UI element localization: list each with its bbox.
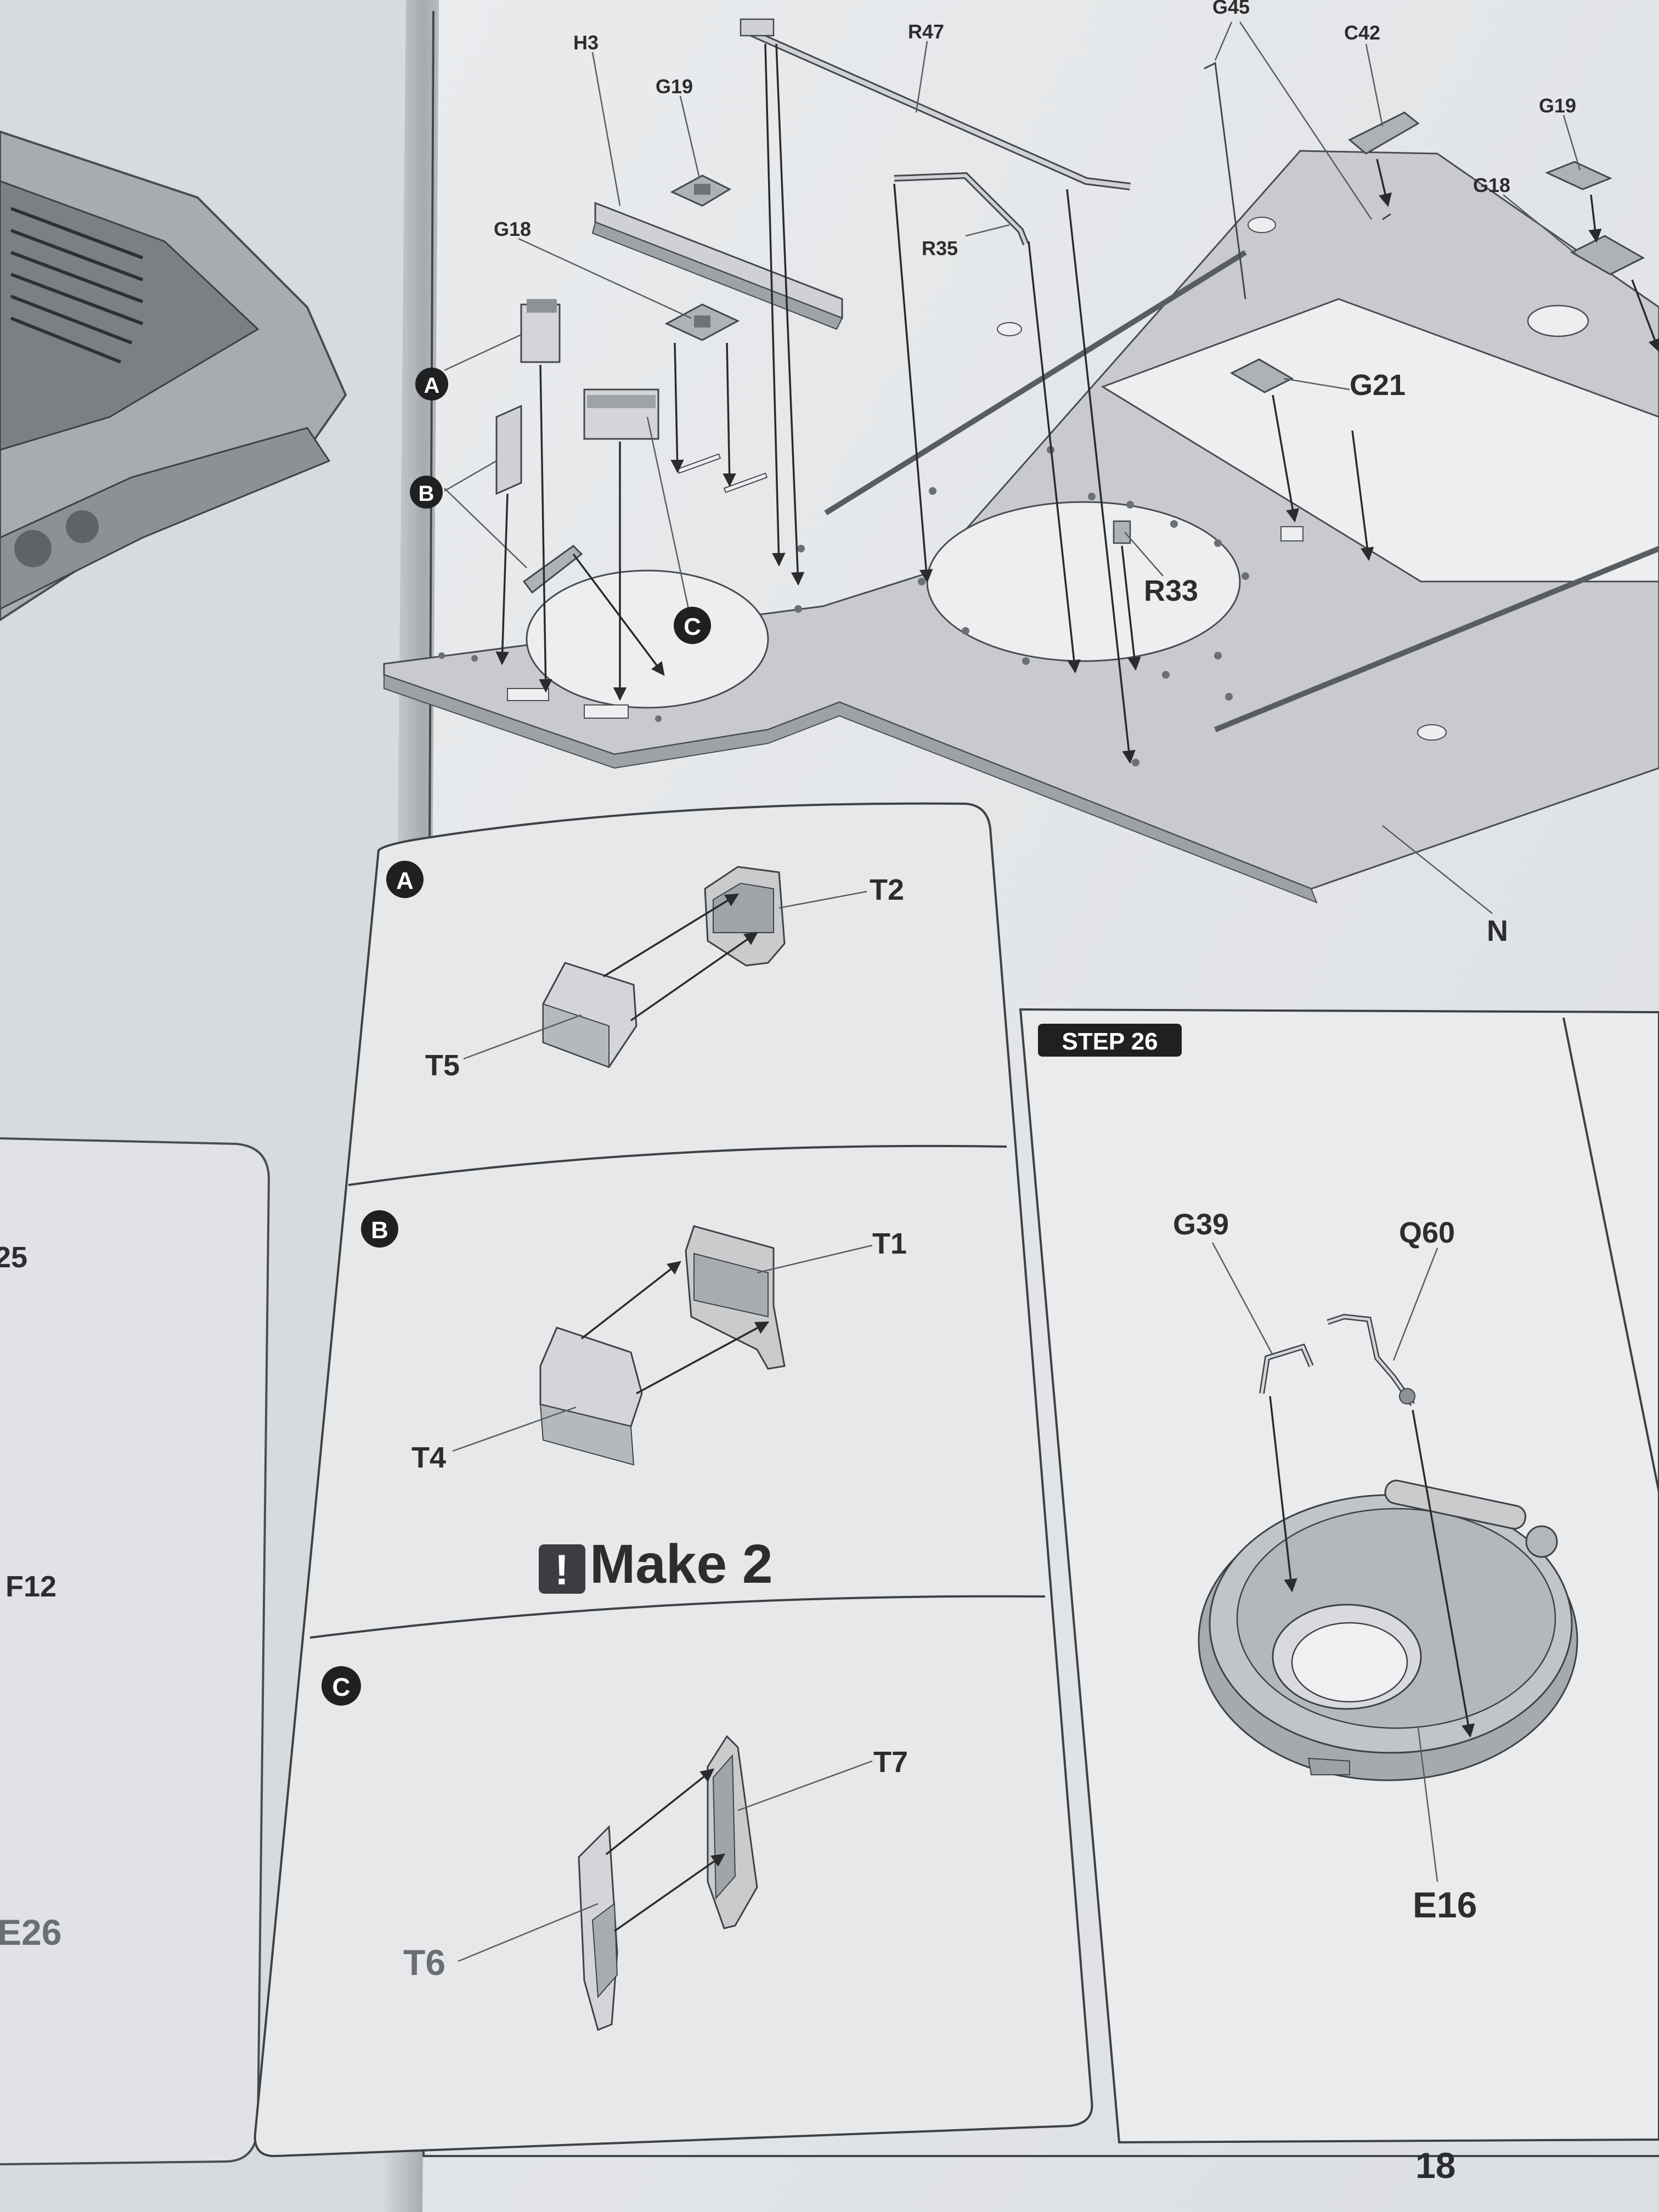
part-t5 [542, 962, 637, 1068]
part-t7 [707, 1735, 758, 1929]
part-g18-left [664, 303, 740, 341]
part-r47 [740, 18, 1131, 190]
left-page: 25 F12 E26 [0, 0, 422, 2212]
detail-b: B T1 T4 ! Make 2 [361, 1210, 907, 1595]
make-2-note: ! Make 2 [539, 1533, 773, 1595]
marker-a: A [415, 368, 448, 400]
label-t7: T7 [873, 1746, 908, 1779]
step-26-badge: STEP 26 [1038, 1024, 1182, 1057]
label-t6: T6 [403, 1942, 445, 1983]
label-n: N [1487, 915, 1508, 947]
part-e16 [1198, 1480, 1578, 1781]
label-t5: T5 [425, 1049, 460, 1082]
detail-panel: A T2 T5 B [253, 802, 1093, 2158]
left-label-e26: E26 [0, 1912, 61, 1953]
label-g18: G18 [494, 218, 531, 240]
label-r47: R47 [908, 20, 944, 43]
hinge [1384, 1480, 1558, 1558]
part-pipe [522, 545, 583, 594]
svg-text:C: C [332, 1673, 350, 1701]
main-assembly: H3 G19 R47 G45 C42 G19 G18 G18 R35 G21 R… [383, 0, 1659, 947]
part-c42 [1348, 111, 1420, 155]
svg-text:B: B [419, 482, 435, 506]
label-c42: C42 [1344, 21, 1380, 44]
label-g18-right: G18 [1473, 174, 1510, 196]
label-g21: G21 [1350, 369, 1406, 402]
tank-hull-illustration [0, 130, 347, 622]
part-r35 [894, 172, 1029, 246]
label-h3: H3 [573, 31, 599, 54]
label-e16: E16 [1413, 1884, 1477, 1925]
part-g39 [1259, 1343, 1314, 1394]
svg-text:A: A [424, 374, 440, 398]
label-g39: G39 [1173, 1208, 1229, 1241]
assembly-b [495, 404, 522, 495]
label-g45: G45 [1212, 0, 1250, 18]
marker-b: B [410, 476, 443, 509]
assembly-c [583, 388, 659, 440]
part-t4 [539, 1327, 643, 1466]
left-label-25: 25 [0, 1241, 27, 1274]
label-r33: R33 [1144, 574, 1198, 607]
part-q60 [1327, 1313, 1415, 1406]
svg-text:!: ! [555, 1545, 569, 1594]
part-g19-right [1545, 161, 1612, 190]
svg-text:A: A [396, 867, 414, 894]
label-t4: T4 [411, 1441, 446, 1474]
part-r33 [1113, 520, 1131, 544]
marker-c: C [674, 607, 711, 644]
svg-text:C: C [684, 613, 701, 640]
part-g45 [1204, 61, 1391, 300]
step-26-panel: STEP 26 [1019, 1008, 1659, 2144]
label-g19: G19 [656, 75, 693, 98]
left-label-f12: F12 [5, 1570, 57, 1603]
detail-c: C T7 T6 [321, 1666, 908, 2032]
part-t6 [578, 1825, 618, 2032]
label-t2: T2 [870, 873, 904, 906]
label-r35: R35 [922, 237, 958, 259]
part-h3 [591, 201, 843, 330]
part-g19-left [670, 174, 732, 207]
label-g19-right: G19 [1539, 94, 1576, 117]
label-q60: Q60 [1399, 1216, 1455, 1249]
assembly-a [520, 299, 561, 363]
svg-text:STEP 26: STEP 26 [1062, 1028, 1158, 1055]
part-g21 [1229, 358, 1294, 393]
label-t1: T1 [872, 1227, 907, 1260]
page-number: 18 [1415, 2145, 1455, 2186]
detail-a: A T2 T5 [386, 861, 904, 1082]
make-2-text: Make 2 [590, 1533, 773, 1595]
svg-text:B: B [371, 1217, 388, 1244]
